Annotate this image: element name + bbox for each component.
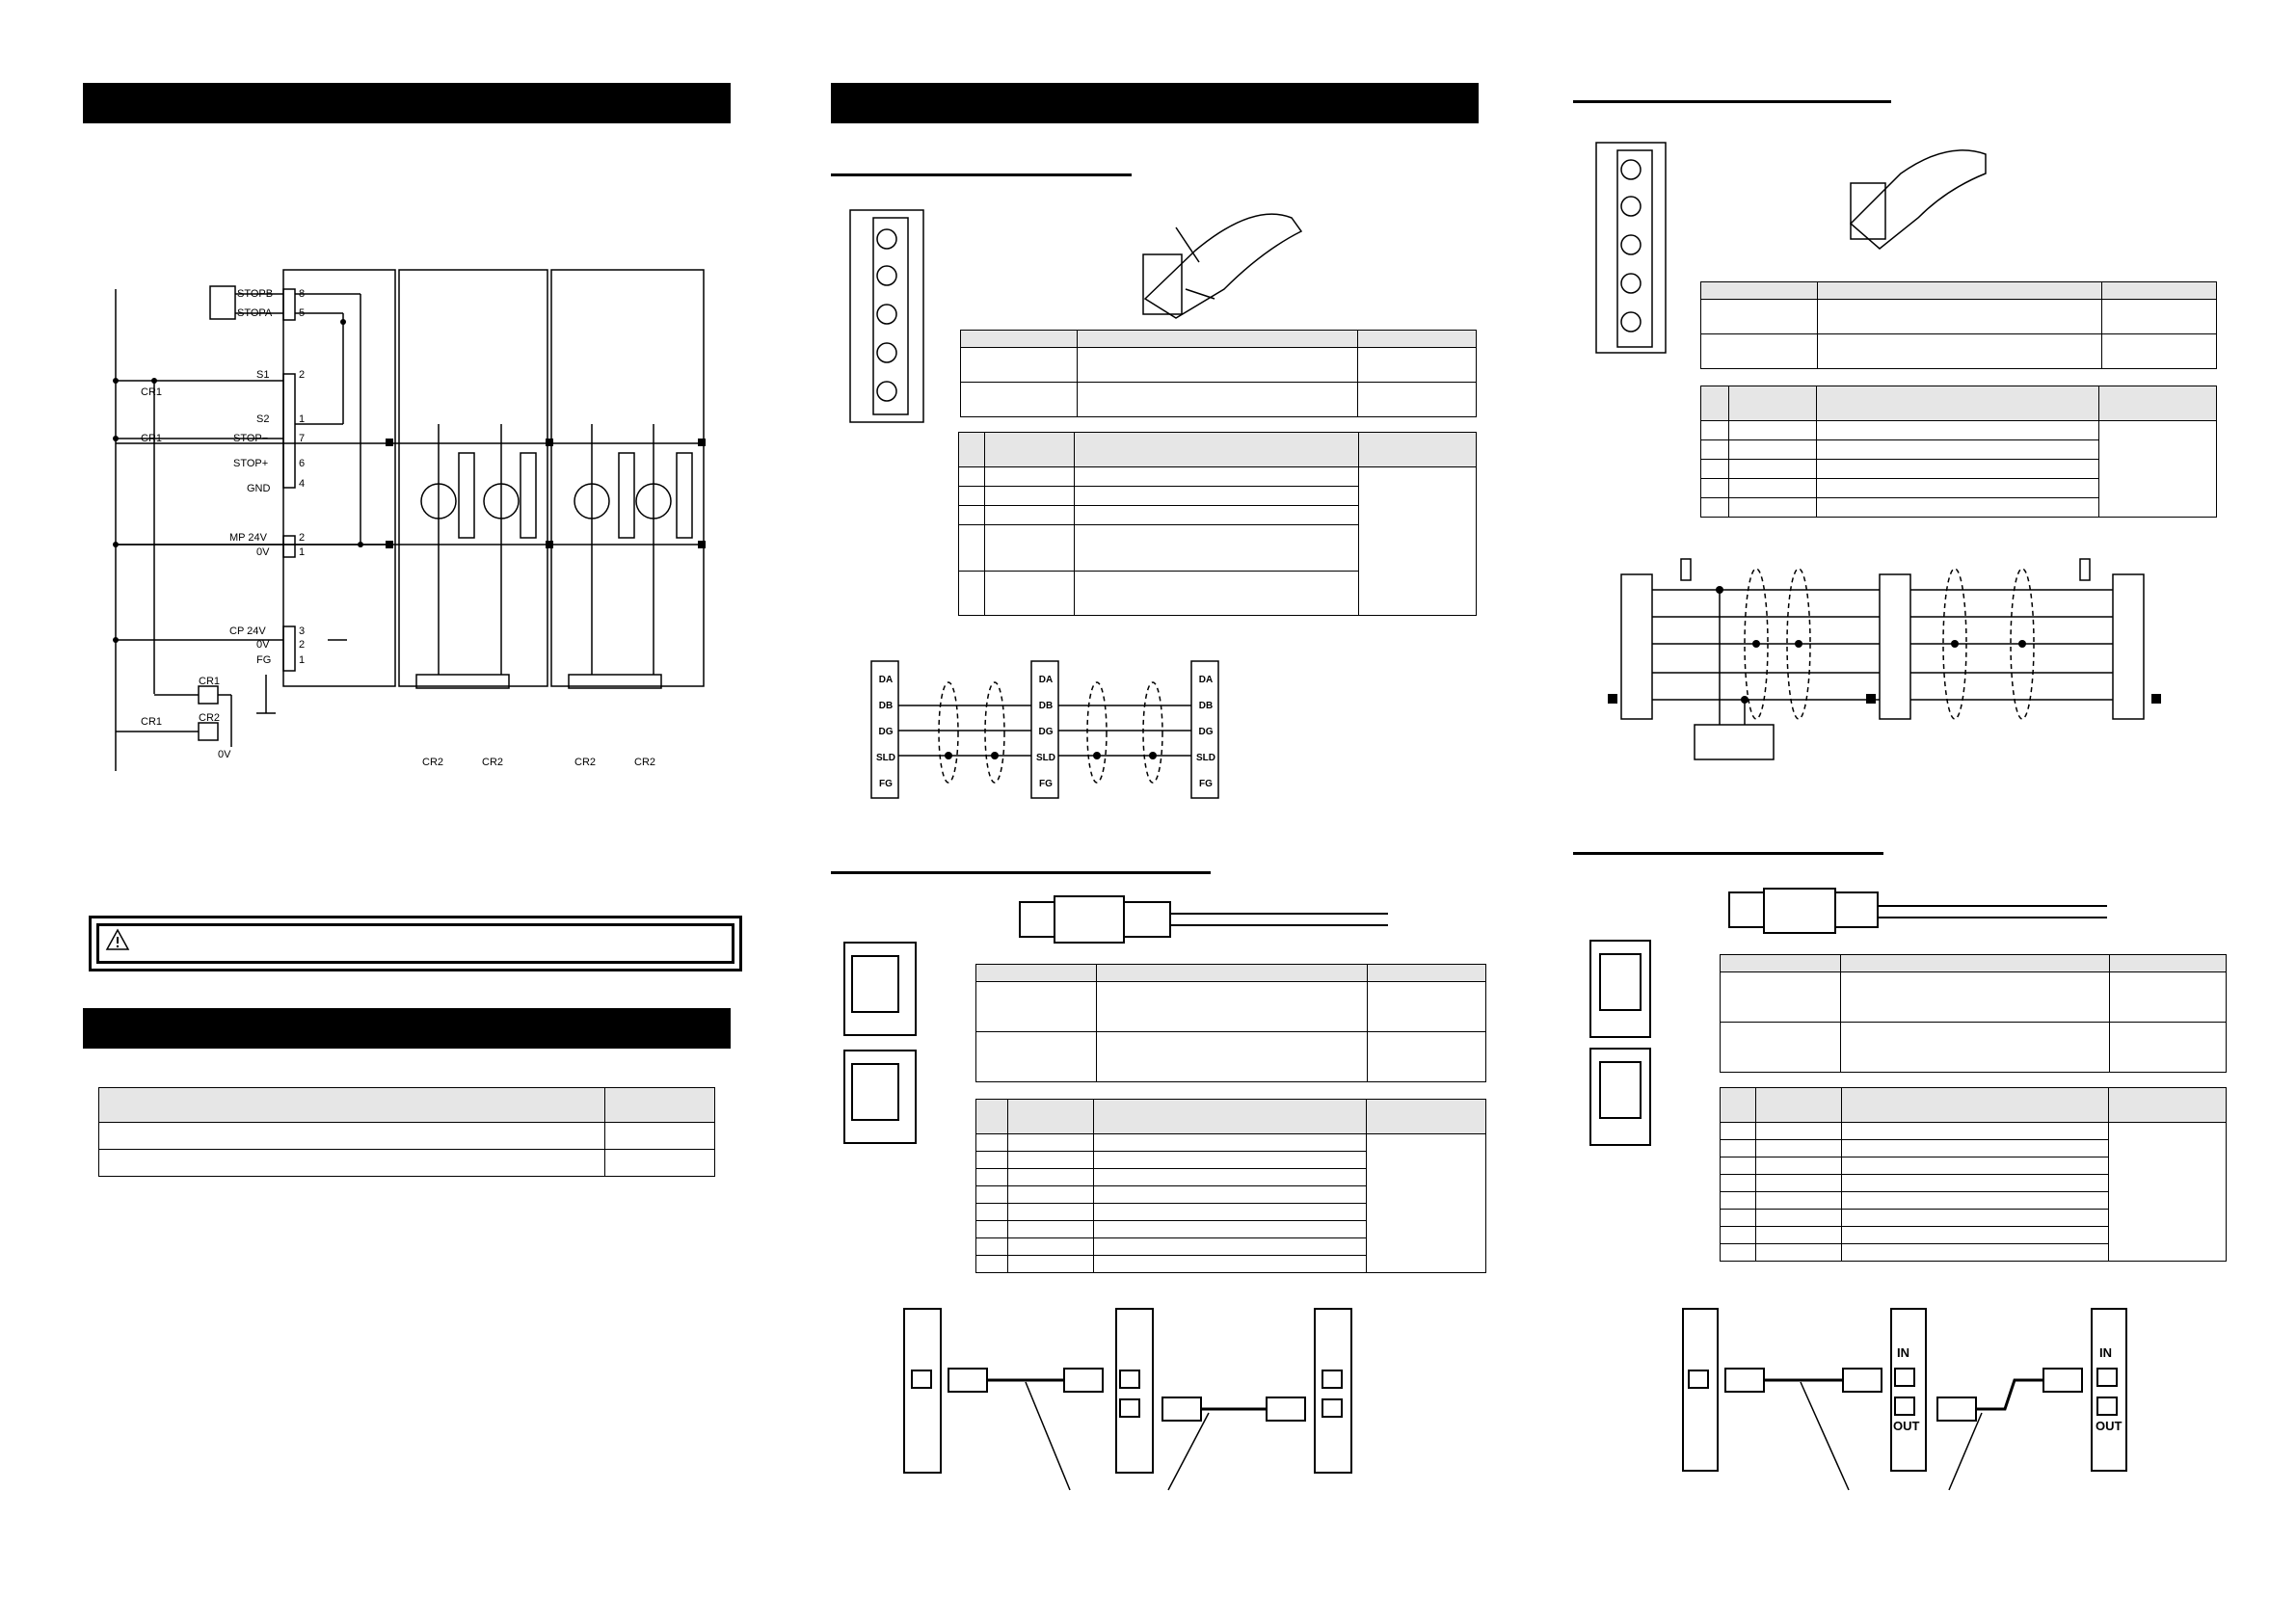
daisy-label: DG — [1038, 727, 1054, 737]
subsection-rule-col3 — [1573, 100, 1891, 103]
in-label-2: IN — [2099, 1345, 2112, 1360]
svg-text:0V: 0V — [256, 546, 270, 558]
pin-table-top-col2 — [960, 330, 1477, 417]
daisy-label: SLD — [1036, 753, 1055, 763]
svg-text:GND: GND — [247, 483, 271, 494]
rj45-table-top-col3 — [1720, 954, 2227, 1073]
svg-text:1: 1 — [299, 413, 305, 425]
daisy-label: DA — [1038, 675, 1054, 685]
daisy-labels-b: DA DB DG SLD FG — [1033, 667, 1058, 797]
subsection-rule-rj45-col3 — [1573, 852, 1883, 855]
svg-text:CR1: CR1 — [141, 433, 162, 444]
svg-text:CR1: CR1 — [141, 386, 162, 398]
daisy-label: DG — [878, 727, 894, 737]
pin-table-bottom-col2 — [958, 432, 1477, 616]
rj45-table-bottom-col2 — [975, 1099, 1486, 1273]
daisy-labels-c: DA DB DG SLD FG — [1193, 667, 1218, 797]
daisy-label: SLD — [876, 753, 895, 763]
svg-text:MP 24V: MP 24V — [229, 532, 268, 544]
daisy-label: DA — [878, 675, 894, 685]
svg-text:1: 1 — [299, 654, 305, 666]
daisy-label: FG — [1199, 779, 1213, 789]
svg-text:0V: 0V — [218, 749, 231, 760]
daisy-label: DG — [1198, 727, 1214, 737]
daisy-label: FG — [1039, 779, 1053, 789]
subsection-rule-rj45 — [831, 871, 1211, 874]
section-header-bar-col2 — [831, 83, 1479, 123]
svg-text:STOP−: STOP− — [233, 433, 268, 444]
out-label-1: OUT — [1893, 1419, 1920, 1433]
rj45-table-top-col2 — [975, 964, 1486, 1082]
svg-text:5: 5 — [299, 307, 305, 319]
svg-text:S1: S1 — [256, 369, 269, 381]
section-header-bar — [83, 83, 731, 123]
daisy-label: SLD — [1196, 753, 1215, 763]
svg-text:CR2: CR2 — [482, 757, 503, 768]
daisy-labels-a: DA DB DG SLD FG — [873, 667, 898, 797]
svg-text:CR2: CR2 — [422, 757, 443, 768]
svg-text:S2: S2 — [256, 413, 269, 425]
svg-text:0V: 0V — [256, 639, 270, 651]
daisy-label: DB — [1038, 701, 1054, 711]
daisy-label: DA — [1198, 675, 1214, 685]
svg-text:STOPA: STOPA — [237, 307, 273, 319]
svg-text:CR2: CR2 — [574, 757, 596, 768]
svg-text:1: 1 — [299, 546, 305, 558]
warning-box — [89, 916, 742, 971]
warning-triangle-icon — [105, 928, 130, 950]
svg-text:FG: FG — [256, 654, 271, 666]
out-label-2: OUT — [2096, 1419, 2122, 1433]
schematic-label: STOPB — [237, 288, 273, 300]
svg-text:STOP+: STOP+ — [233, 458, 268, 469]
daisy-label: DB — [1198, 701, 1214, 711]
svg-text:2: 2 — [299, 369, 305, 381]
svg-text:2: 2 — [299, 639, 305, 651]
rj45-table-bottom-col3 — [1720, 1087, 2227, 1262]
svg-text:8: 8 — [299, 288, 305, 300]
daisy-label: FG — [879, 779, 893, 789]
svg-text:7: 7 — [299, 433, 305, 444]
subsection-rule — [831, 173, 1132, 176]
svg-text:CR2: CR2 — [634, 757, 655, 768]
section-header-bar-2 — [83, 1008, 731, 1049]
pin-table-bottom-col3 — [1700, 386, 2217, 518]
svg-text:6: 6 — [299, 458, 305, 469]
svg-text:CR2: CR2 — [199, 712, 220, 724]
svg-text:CR1: CR1 — [141, 716, 162, 728]
svg-text:CP 24V: CP 24V — [229, 625, 266, 637]
svg-text:3: 3 — [299, 625, 305, 637]
svg-text:2: 2 — [299, 532, 305, 544]
svg-text:CR1: CR1 — [199, 676, 220, 687]
daisy-label: DB — [878, 701, 894, 711]
in-label-1: IN — [1897, 1345, 1909, 1360]
spec-table-col1 — [98, 1087, 715, 1177]
pin-table-top-col3 — [1700, 281, 2217, 369]
svg-text:4: 4 — [299, 478, 305, 490]
